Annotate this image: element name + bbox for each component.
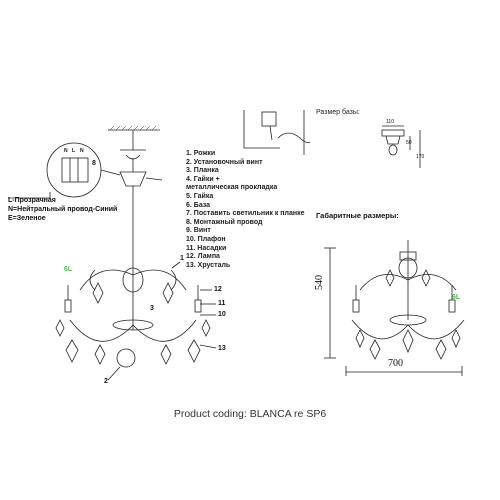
parts-item: 1. Рожки [186, 150, 216, 157]
overall-width-label: 700 [388, 358, 403, 369]
callout-10: 10 [218, 311, 226, 318]
parts-item: 4. Гайки + [186, 175, 220, 183]
callout-11: 11 [218, 300, 226, 307]
base-size-title: Размер базы: [316, 109, 360, 116]
base-h1-label: 50 [406, 140, 412, 146]
wire-label-l: L [72, 148, 76, 154]
parts-item: 12. Лампа [186, 253, 220, 261]
parts-item: 10. Плафон [186, 235, 226, 243]
parts-item: 5. Гайка [186, 192, 214, 200]
callout-13: 13 [218, 345, 226, 352]
product-coding: Product coding: BLANCA re SP6 [173, 408, 327, 420]
parts-list: 1. Рожки 2. Установочный винт 3. Планка … [186, 150, 305, 270]
parts-item: 8. Монтажный провод [186, 218, 263, 226]
parts-item: 13. Хрусталь [186, 261, 231, 269]
overall-height-label: 540 [314, 275, 325, 290]
parts-item: 3. Планка [186, 167, 219, 175]
overall-size-title: Габаритные размеры: [316, 211, 399, 220]
callout-3: 3 [150, 305, 154, 312]
bulb-label-right: 6L [452, 294, 461, 301]
base-h2-label: 170 [416, 154, 425, 160]
callout-1: 1 [180, 255, 184, 262]
parts-item: металлическая прокладка [186, 184, 278, 192]
wiring-legend: L-Прозрачная N=Нейтральный провод-Синий … [8, 196, 117, 223]
parts-item: 2. Установочный винт [186, 158, 263, 166]
wiring-item: L-Прозрачная [8, 197, 56, 204]
base-width-label: 110 [386, 119, 394, 125]
callout-12: 12 [214, 286, 222, 293]
parts-item: 11. Насадки [186, 244, 227, 252]
wiring-item: E=Зеленое [8, 215, 46, 222]
callout-2: 2 [104, 378, 108, 385]
bulb-label-left: 6L [64, 266, 73, 273]
parts-item: 7. Поставить светильник к планке [186, 210, 305, 218]
parts-item: 9. Винт [186, 227, 211, 235]
parts-item: 6. База [186, 201, 211, 209]
callout-8: 8 [92, 160, 96, 167]
wiring-item: N=Нейтральный провод-Синий [8, 206, 118, 213]
wire-label-n: N [64, 148, 68, 154]
wire-label-n2: N [80, 148, 84, 154]
